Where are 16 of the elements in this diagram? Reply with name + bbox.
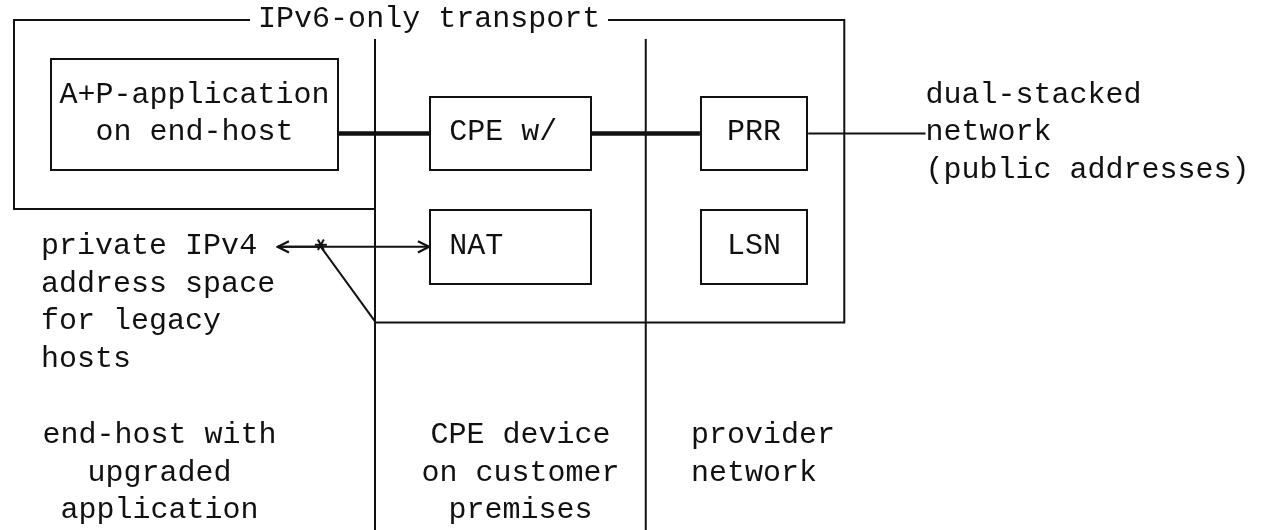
column-caption: provider network <box>690 416 836 492</box>
process-box: PRR <box>699 95 809 172</box>
process-box: NAT <box>429 209 592 285</box>
connector <box>338 131 430 136</box>
connector <box>591 131 700 136</box>
column-caption: CPE device on customer premises <box>420 416 621 530</box>
text-label: dual-stacked network <box>925 76 1143 152</box>
process-box: CPE w/ <box>429 95 592 172</box>
connector <box>276 240 431 254</box>
text-label: (public addresses) <box>925 152 1251 190</box>
process-box: A+P-application on end-host <box>50 57 339 172</box>
process-box: LSN <box>699 209 809 285</box>
text-label: private IPv4 address space for legacy hosts <box>41 227 278 380</box>
column-caption: end-host with upgraded application <box>41 416 278 530</box>
connector <box>807 132 927 135</box>
connector <box>276 245 376 323</box>
